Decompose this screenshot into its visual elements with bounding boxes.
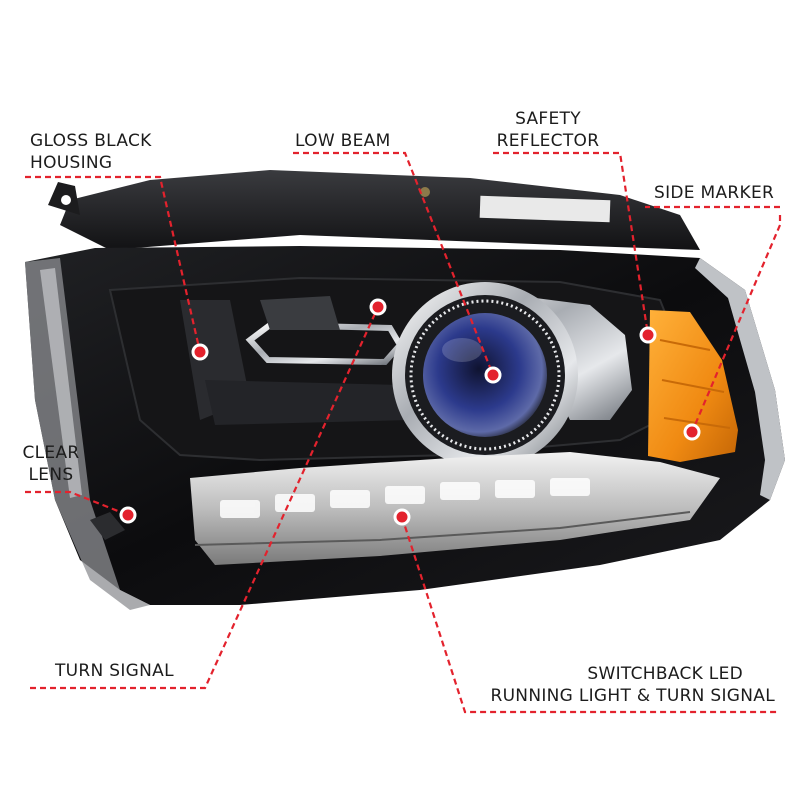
callout-line-clear-lens [25, 490, 129, 517]
dot-gloss-black-housing [191, 343, 209, 361]
callout-line-low-beam [293, 151, 495, 376]
label-gloss-black-housing-line2: HOUSING [30, 153, 113, 173]
label-clear-lens-line1: CLEAR [22, 443, 80, 463]
label-switchback-led-line2: RUNNING LIGHT & TURN SIGNAL [490, 686, 775, 706]
label-switchback-led-line1: SWITCHBACK LED [587, 664, 743, 684]
label-safety-reflector: SAFETY REFLECTOR [488, 108, 608, 152]
adjust-screw [420, 187, 430, 197]
dot-low-beam [484, 366, 502, 384]
label-side-marker-line1: SIDE MARKER [654, 183, 775, 203]
dot-clear-lens [119, 506, 137, 524]
headlight-assembly [25, 170, 785, 610]
callout-dots [119, 298, 701, 526]
dot-turn-signal [369, 298, 387, 316]
rear-housing [60, 170, 700, 250]
label-clear-lens-line2: LENS [28, 465, 74, 485]
label-low-beam-line1: LOW BEAM [295, 131, 391, 151]
sticker-label [479, 195, 611, 223]
callout-lines [25, 151, 782, 714]
callout-line-safety-reflector [493, 151, 650, 336]
label-gloss-black-housing-line1: GLOSS BLACK [30, 131, 152, 151]
label-side-marker: SIDE MARKER [654, 182, 774, 204]
label-switchback-led: SWITCHBACK LED RUNNING LIGHT & TURN SIGN… [470, 663, 775, 707]
label-safety-reflector-line2: REFLECTOR [496, 131, 600, 151]
label-gloss-black-housing: GLOSS BLACK HOUSING [30, 130, 152, 174]
callout-line-turn-signal [30, 306, 380, 690]
dot-switchback-led [393, 508, 411, 526]
dot-safety-reflector [639, 326, 657, 344]
label-turn-signal: TURN SIGNAL [55, 660, 174, 682]
label-safety-reflector-line1: SAFETY [515, 109, 581, 129]
callout-line-gloss-black-housing [25, 175, 202, 353]
dot-side-marker [683, 423, 701, 441]
label-clear-lens: CLEAR LENS [16, 442, 86, 486]
callout-line-side-marker [645, 205, 782, 433]
label-turn-signal-line1: TURN SIGNAL [55, 661, 174, 681]
label-low-beam: LOW BEAM [295, 130, 391, 152]
callout-line-switchback-led [400, 516, 780, 714]
